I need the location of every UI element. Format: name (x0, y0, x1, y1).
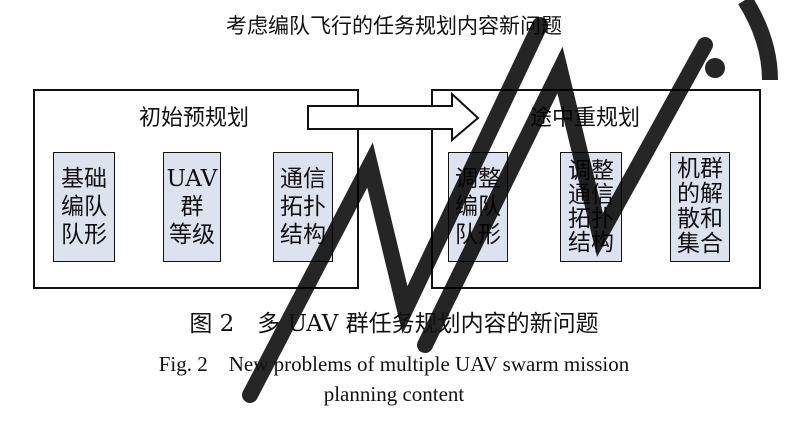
watermark (242, 0, 778, 403)
figure-caption-en-line2: planning content (323, 382, 465, 406)
watermark-dot (705, 58, 725, 78)
disband-assemble-box: 机群 的解 散和 集合 (670, 152, 730, 262)
watermark-w1 (242, 17, 548, 403)
diagram-title: 考虑编队飞行的任务规划内容新问题 (226, 14, 562, 38)
figure-caption-en-line1: Fig. 2 New problems of multiple UAV swar… (158, 352, 630, 376)
watermark-w2 (417, 37, 713, 353)
arrow-shape (307, 91, 480, 143)
uav-swarm-level-box: UAV 群 等级 (163, 152, 221, 262)
communication-topology-box: 通信 拓扑 结构 (273, 152, 333, 262)
block-arrow (307, 91, 480, 143)
initial-planning-title: 初始预规划 (138, 106, 249, 131)
basic-formation-box: 基础 编队 队形 (53, 152, 115, 262)
figure-caption-cn: 图 2 多 UAV 群任务规划内容的新问题 (189, 311, 599, 337)
watermark-j (738, 0, 778, 81)
